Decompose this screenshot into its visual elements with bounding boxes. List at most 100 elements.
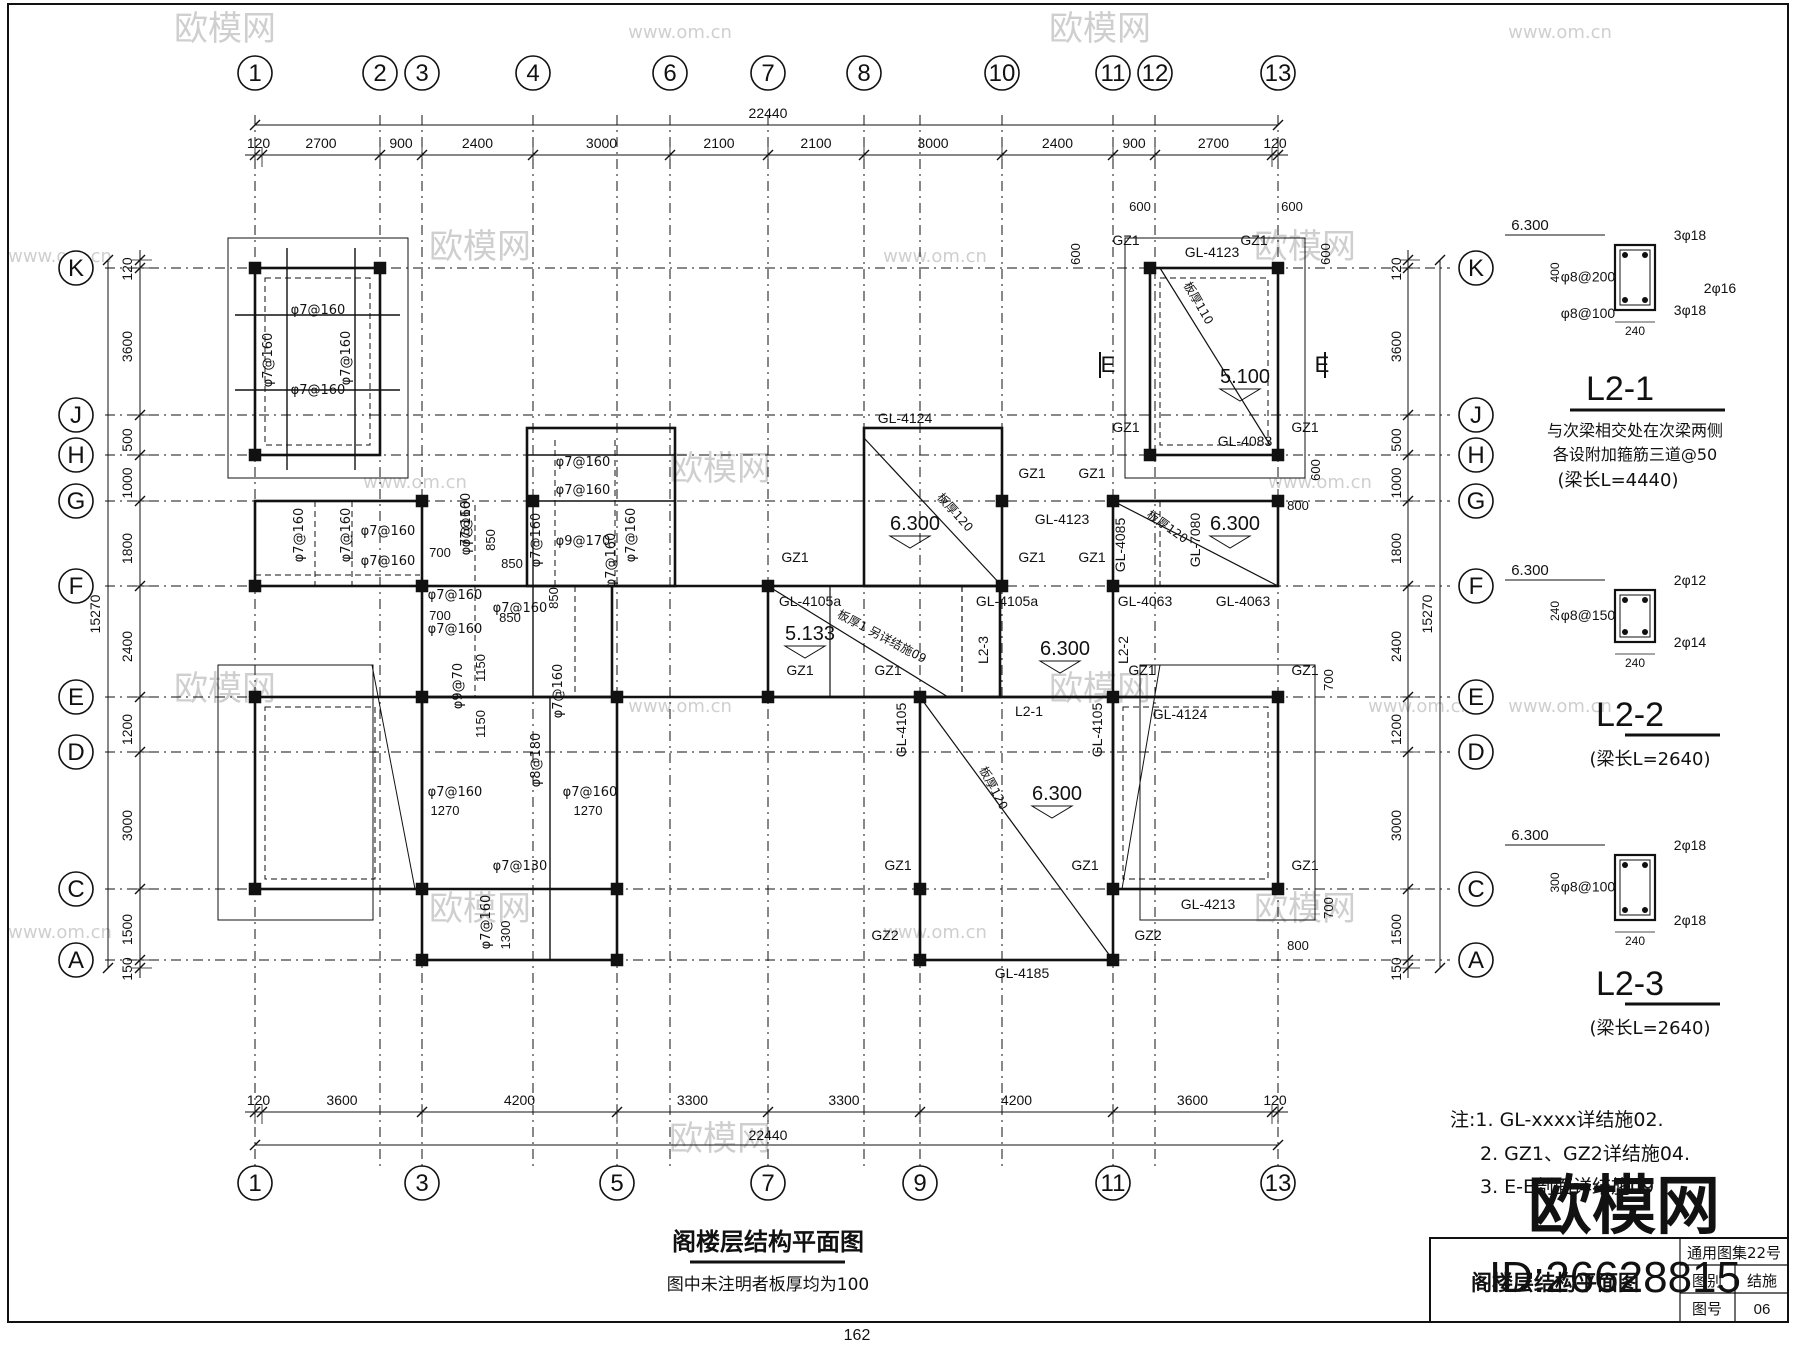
column-gz <box>415 579 429 593</box>
beam-block-stair <box>525 426 677 588</box>
section-stirrup <box>1619 249 1651 306</box>
local-dimension: 850 <box>546 587 561 609</box>
dim-chain-bottom-value: 120 <box>1263 1092 1287 1108</box>
rebar-dot <box>1642 862 1648 868</box>
slab-diagonal <box>863 437 1003 587</box>
rebar-label: φ7@160 <box>428 622 483 637</box>
axis-bubble-top-label: 8 <box>857 60 870 87</box>
axis-bubble-top <box>237 55 273 91</box>
section-mark: E <box>1101 352 1116 377</box>
axis-bubble-right <box>1458 734 1494 770</box>
dim-chain-top-value: 2700 <box>1198 135 1229 151</box>
column-gz <box>1271 448 1285 462</box>
beam-label: GL-4213 <box>1181 896 1236 912</box>
column-label: GZ1 <box>1078 549 1105 565</box>
column-label: GZ1 <box>1078 465 1105 481</box>
section-stirrup-label: φ8@150 <box>1561 607 1616 623</box>
column-label: GZ1 <box>1240 232 1267 248</box>
rebar-dot <box>1622 629 1628 635</box>
section-stirrup-label: φ8@100 <box>1561 879 1616 895</box>
column-label: GZ1 <box>1112 232 1139 248</box>
slab-diagonal <box>1159 267 1271 446</box>
watermark-brand: 欧模网 <box>174 9 276 49</box>
rebar-label: φ7@160 <box>551 664 566 719</box>
rebar-dot <box>1642 907 1648 913</box>
local-dimension: 850 <box>483 529 498 551</box>
local-dimension: 1300 <box>498 921 513 950</box>
section-top-bars: 2φ12 <box>1674 572 1707 588</box>
dim-chain-top-value: 2100 <box>800 135 831 151</box>
bay-frame-lr <box>1139 664 1316 921</box>
column-label: GZ2 <box>1134 927 1161 943</box>
local-dimension: 700 <box>429 608 451 623</box>
beam-strip-gf-left <box>253 499 424 588</box>
axis-bubble-left-label: A <box>68 947 84 974</box>
section-stirrup <box>1619 594 1651 638</box>
rebar-label: φ7@160 <box>291 383 346 398</box>
watermark-url: www.om.cn <box>628 696 732 717</box>
axis-bubble-top <box>984 55 1020 91</box>
page-number: 162 <box>844 1327 871 1344</box>
column-label: GZ1 <box>874 662 901 678</box>
section-stirrup-label: φ8@100 <box>1561 305 1616 321</box>
beam-label: GL-4124 <box>878 410 933 426</box>
beam-box-3-5 <box>420 695 619 962</box>
dim-total-left-value: 15270 <box>87 594 103 633</box>
slab-thickness-label: 板厚120 <box>976 764 1010 812</box>
beam-label: GL-4063 <box>1118 593 1173 609</box>
rebar-label: φ7@160 <box>291 303 346 318</box>
watermark-url: www.om.cn <box>1508 696 1612 717</box>
section-top-bars: 3φ18 <box>1674 227 1707 243</box>
rebar-dot <box>1642 252 1648 258</box>
column-label: GZ1 <box>1071 857 1098 873</box>
axis-bubble-top <box>652 55 688 91</box>
dim-chain-top-value: 2400 <box>1042 135 1073 151</box>
elevation-value: 5.133 <box>785 623 835 645</box>
rebar-label: φ7@160 <box>339 331 354 386</box>
axis-bubble-top-label: 10 <box>989 60 1016 87</box>
column-gz <box>1143 261 1157 275</box>
dim-chain-top-value: 120 <box>1263 135 1287 151</box>
column-label: GZ1 <box>1018 465 1045 481</box>
column-label: GZ1 <box>1128 662 1155 678</box>
section-name: L2-3 <box>1596 965 1664 1003</box>
rebar-label: φ7@160 <box>361 554 416 569</box>
axis-bubble-left-label: J <box>70 402 82 429</box>
local-dimension: 700 <box>429 545 451 560</box>
section-length: (梁长L=2640) <box>1590 1018 1711 1039</box>
dim-chain-bottom-value: 3600 <box>1177 1092 1208 1108</box>
section-bottom-bars: 2φ14 <box>1674 634 1707 650</box>
column-gz <box>248 448 262 462</box>
rebar-dot <box>1622 297 1628 303</box>
section-note: 与次梁相交处在次梁两侧 <box>1547 421 1723 440</box>
watermark-id: ID:26628815 <box>1489 1253 1741 1302</box>
axis-bubble-right-label: J <box>1470 402 1482 429</box>
dim-chain-bottom-value: 3300 <box>677 1092 708 1108</box>
column-gz <box>1143 448 1157 462</box>
local-dimension: 1150 <box>473 710 488 738</box>
dim-chain-left-value: 3000 <box>119 810 135 841</box>
axis-bubble-right <box>1458 942 1494 978</box>
rebar-label: φ8@180 <box>529 733 544 788</box>
column-gz <box>610 690 624 704</box>
column-gz <box>995 494 1009 508</box>
dim-chain-right-value: 500 <box>1388 428 1404 452</box>
watermark-logo: 欧模网 <box>1528 1170 1720 1244</box>
beam-label: GL-4105 <box>1089 703 1105 758</box>
rebar-dot <box>1622 907 1628 913</box>
axis-bubble-top-label: 1 <box>248 60 261 87</box>
rebar-label: φ7@160 <box>493 601 548 616</box>
local-dimension: 800 <box>1287 938 1309 953</box>
axis-bubble-bottom <box>599 1165 635 1201</box>
dim-chain-top-value: 120 <box>247 135 271 151</box>
dim-chain-right-value: 2400 <box>1388 631 1404 662</box>
beam-label: GL-4105 <box>893 703 909 758</box>
dim-chain-right-value: 150 <box>1388 957 1404 981</box>
axis-bubble-right-label: D <box>1467 739 1484 766</box>
beam-label: GL-7080 <box>1187 513 1203 568</box>
watermark-url: www.om.cn <box>883 922 987 943</box>
column-label: GZ1 <box>1112 419 1139 435</box>
column-gz <box>761 690 775 704</box>
title-block-atlas: 通用图集22号 <box>1687 1244 1781 1262</box>
watermark-url: www.om.cn <box>1508 22 1612 43</box>
